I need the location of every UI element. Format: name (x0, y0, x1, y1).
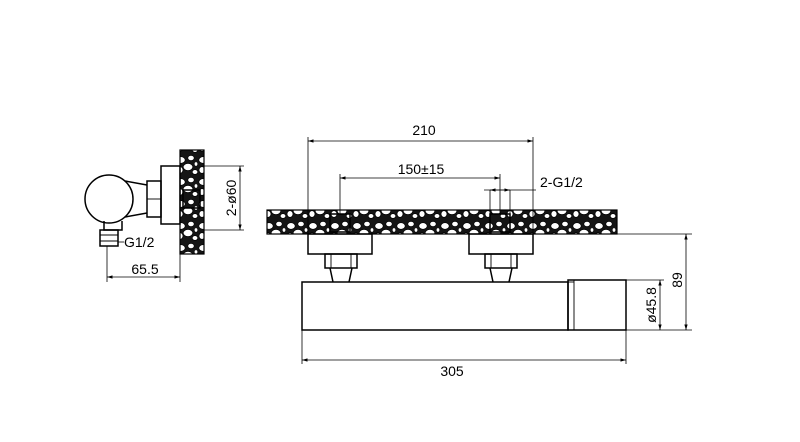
side-view: 2-ø60 G1/2 65.5 (84, 149, 244, 282)
right-handle (567, 279, 627, 331)
dim-center-distance: 150±15 (398, 161, 445, 177)
front-wall-section (266, 209, 618, 235)
dim-projection: 89 (669, 272, 685, 288)
left-connector-nut (324, 253, 358, 269)
mixer-body (301, 281, 569, 331)
dim-inlet-span: 210 (412, 122, 436, 138)
dim-side-depth: 65.5 (131, 261, 158, 277)
side-outlet-thread (99, 229, 119, 247)
dim-escutcheon-diameter: 2-ø60 (223, 180, 239, 217)
front-view: 210 150±15 2-G1/2 ø45.8 89 305 (266, 122, 692, 379)
left-escutcheon (307, 233, 373, 255)
dim-overall-length: 305 (440, 363, 464, 379)
side-inlet-nut (182, 189, 201, 209)
side-escutcheon (160, 165, 181, 225)
side-handle (84, 174, 134, 224)
right-connector-nut (484, 253, 518, 269)
right-escutcheon (468, 233, 534, 255)
dim-inlet-thread: 2-G1/2 (540, 174, 583, 190)
dim-body-diameter: ø45.8 (643, 287, 659, 323)
dim-outlet-thread: G1/2 (124, 234, 155, 250)
